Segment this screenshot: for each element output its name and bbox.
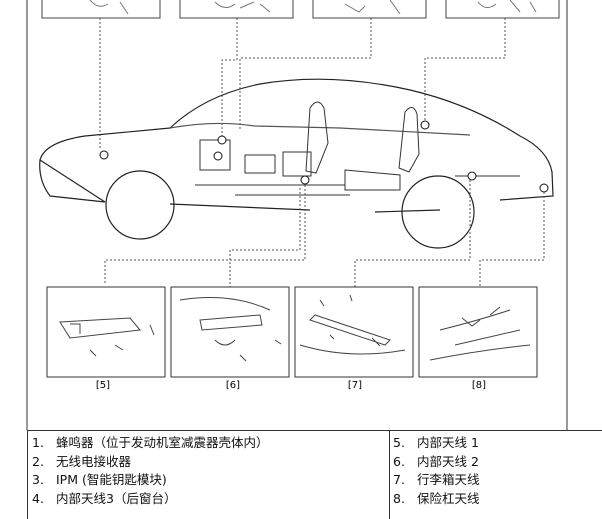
detail-label-5: [5] <box>96 380 110 391</box>
bottom-leader-lines <box>104 180 545 287</box>
detail-label-8: [8] <box>472 380 486 391</box>
detail-box-7: [7] <box>294 286 414 391</box>
marker-7 <box>467 171 477 181</box>
legend-item: 1.蜂鸣器（位于发动机室减震器壳体内） <box>32 435 269 450</box>
car-antenna-location-diagram: [5] [6] [7] [8] <box>26 0 568 430</box>
legend-item: 6.内部天线 2 <box>393 453 479 469</box>
legend-item: 3.IPM (智能钥匙模块) <box>32 472 167 487</box>
top-detail-box-1 <box>41 0 161 19</box>
detail-label-7: [7] <box>348 380 362 391</box>
legend-item: 4.内部天线3（后窗台） <box>32 490 177 506</box>
marker-8 <box>539 183 549 193</box>
marker-3 <box>213 151 223 161</box>
top-detail-box-3 <box>312 0 427 19</box>
legend-item: 8.保险杠天线 <box>393 490 480 506</box>
detail-label-6: [6] <box>226 380 240 391</box>
legend-item: 5.内部天线 1 <box>393 435 479 450</box>
component-legend: 1.蜂鸣器（位于发动机室减震器壳体内） 2.无线电接收器 3.IPM (智能钥匙… <box>27 430 602 519</box>
car-silhouette <box>39 78 554 249</box>
detail-box-6: [6] <box>170 286 290 391</box>
top-leader-lines <box>99 18 506 150</box>
detail-box-8: [8] <box>418 286 538 391</box>
top-detail-box-4 <box>445 0 560 19</box>
component-markers <box>99 120 549 193</box>
marker-2 <box>217 135 227 145</box>
marker-4 <box>420 120 430 130</box>
legend-item: 7.行李箱天线 <box>393 472 480 487</box>
top-detail-box-2 <box>179 0 294 19</box>
legend-column-right: 5.内部天线 1 6.内部天线 2 7.行李箱天线 8.保险杠天线 <box>390 431 602 519</box>
legend-item: 2.无线电接收器 <box>32 453 132 469</box>
detail-box-5: [5] <box>46 286 166 391</box>
interior-parts <box>195 101 520 196</box>
marker-1 <box>99 150 109 160</box>
legend-column-left: 1.蜂鸣器（位于发动机室减震器壳体内） 2.无线电接收器 3.IPM (智能钥匙… <box>28 431 390 519</box>
marker-5 <box>300 175 310 185</box>
